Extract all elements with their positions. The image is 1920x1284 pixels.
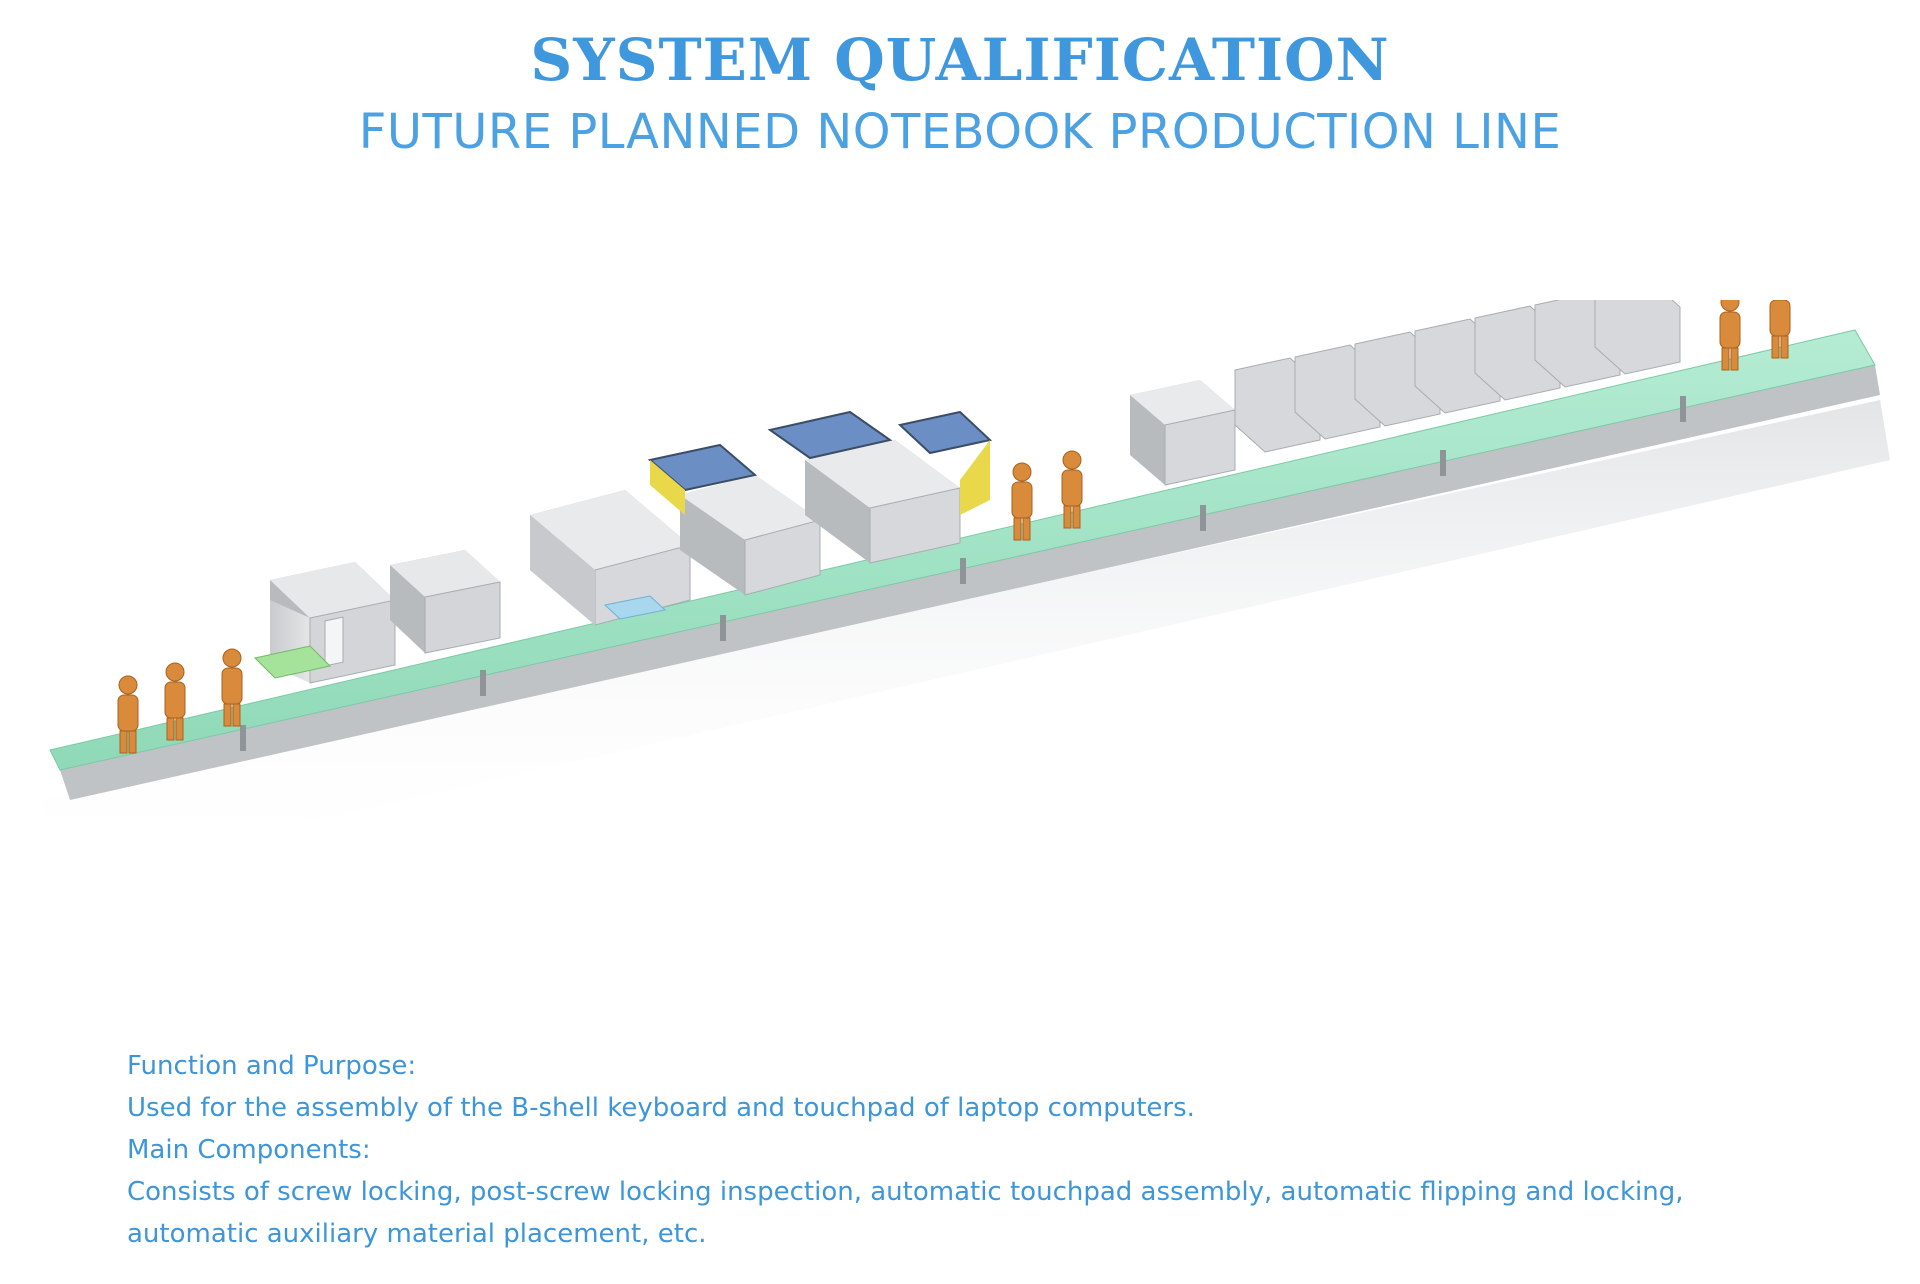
hooded-station-2 — [767, 410, 893, 460]
worker-figures — [117, 300, 1791, 754]
function-heading: Function and Purpose: — [127, 1051, 417, 1081]
conveyor-belt — [49, 329, 1876, 771]
machine-center-3 — [805, 440, 961, 564]
page-subtitle: FUTURE PLANNED NOTEBOOK PRODUCTION LINE — [358, 104, 1562, 160]
machine-right-array — [1234, 300, 1681, 453]
machine-center-2 — [680, 475, 821, 596]
description-block: Function and Purpose: Used for the assem… — [127, 1045, 1887, 1255]
components-text-line-2: automatic auxiliary material placement, … — [127, 1219, 707, 1249]
page-title: SYSTEM QUALIFICATION — [530, 26, 1390, 94]
production-line-illustration — [40, 300, 1890, 880]
function-text: Used for the assembly of the B-shell key… — [127, 1093, 1195, 1123]
conveyor-base — [60, 365, 1880, 800]
green-tray — [253, 645, 332, 679]
components-text-line-1: Consists of screw locking, post-screw lo… — [127, 1177, 1684, 1207]
conveyor-legs — [240, 396, 1686, 751]
machine-center-1 — [530, 490, 691, 626]
hooded-station-1 — [647, 443, 758, 515]
floor-shadow — [40, 400, 1890, 880]
machine-left-2 — [390, 550, 501, 654]
blue-tray — [603, 595, 667, 620]
hooded-station-3 — [897, 410, 993, 515]
machine-right-entry — [1130, 380, 1236, 486]
components-heading: Main Components: — [127, 1135, 371, 1165]
